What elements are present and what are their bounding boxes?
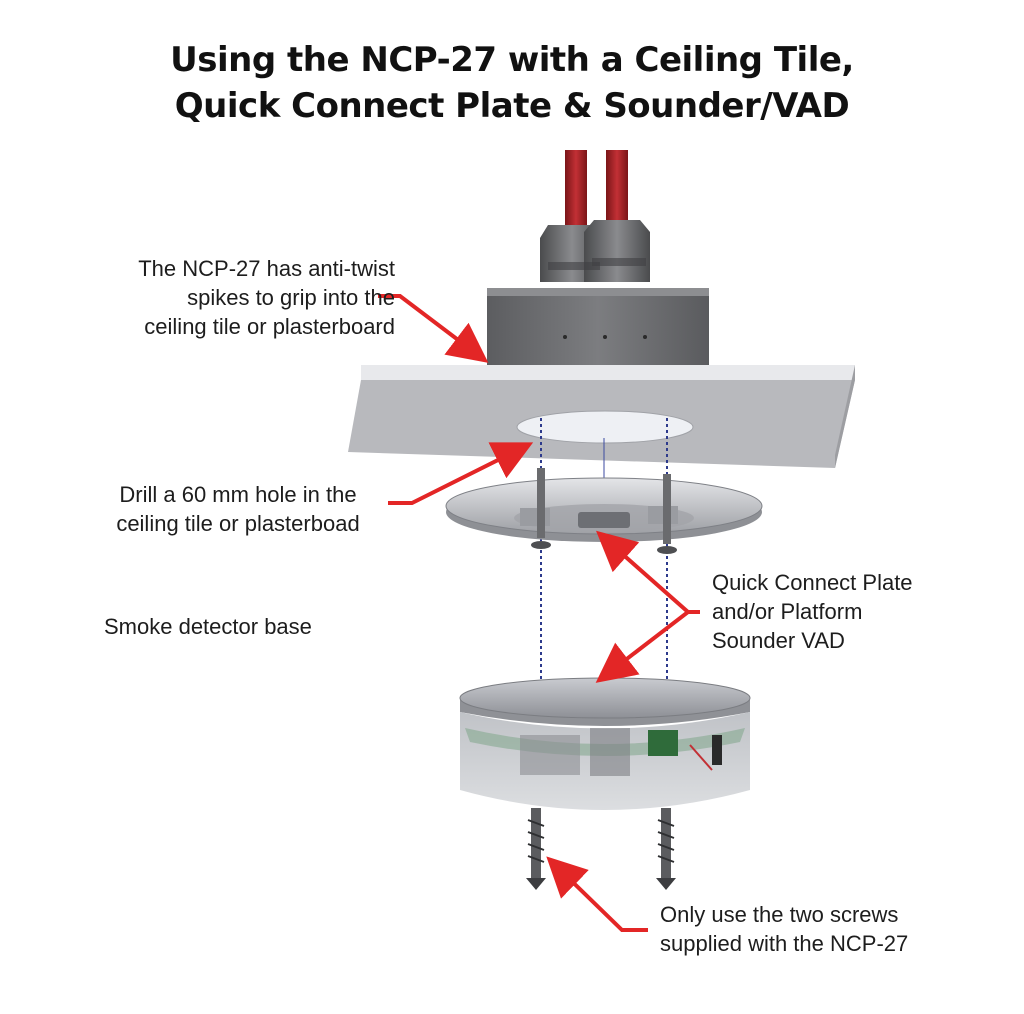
anti-twist-line1: The NCP-27 has anti-twist [138,256,395,281]
drill-hole-line2: ceiling tile or plasterboad [116,511,360,536]
red-wires [565,150,628,245]
drill-hole-arrow [388,442,534,505]
anti-twist-label: The NCP-27 has anti-twist spikes to grip… [60,254,395,341]
screws-line1: Only use the two screws [660,902,899,927]
screws-arrow [546,856,648,932]
anti-twist-arrow [378,294,489,363]
quick-connect-line1: Quick Connect Plate [712,570,913,595]
screws-line2: supplied with the NCP-27 [660,931,909,956]
diagram-title-line2: Quick Connect Plate & Sounder/VAD [174,86,850,126]
ncp27-housing [487,288,709,368]
ceiling-tile [348,365,855,468]
ncp27-screws [526,808,676,890]
callout-arrows [378,294,700,932]
quick-connect-arrow-lower [595,610,700,683]
plate-screws [531,468,677,554]
anti-twist-line3: ceiling tile or plasterboard [144,314,395,339]
cable-glands [540,220,650,282]
drill-hole-label: Drill a 60 mm hole in the ceiling tile o… [88,480,388,538]
quick-connect-plate [445,477,763,542]
smoke-detector-base [459,677,751,810]
anti-twist-line2: spikes to grip into the [187,285,395,310]
screws-label: Only use the two screws supplied with th… [660,900,908,958]
drill-hole-line1: Drill a 60 mm hole in the [119,482,357,507]
quick-connect-arrow-upper [596,530,700,614]
quick-connect-label: Quick Connect Plate and/or Platform Soun… [712,568,913,655]
smoke-detector-base-label: Smoke detector base [104,614,312,639]
quick-connect-line2: and/or Platform [712,599,863,624]
diagram-title-line1: Using the NCP-27 with a Ceiling Tile, [170,40,854,80]
quick-connect-line3: Sounder VAD [712,628,845,653]
